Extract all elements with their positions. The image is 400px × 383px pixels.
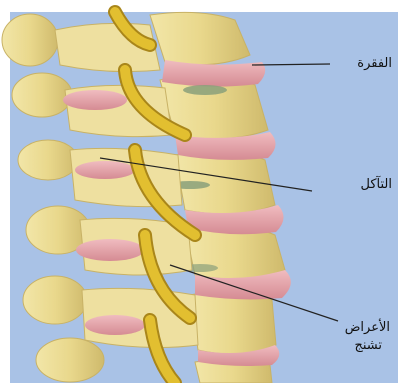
label-degeneration: التآكل bbox=[361, 177, 393, 192]
label-symptoms: الأعراض bbox=[345, 320, 390, 335]
label-spasm: تشنج bbox=[354, 338, 382, 353]
label-vertebra: الفقرة bbox=[357, 56, 392, 71]
